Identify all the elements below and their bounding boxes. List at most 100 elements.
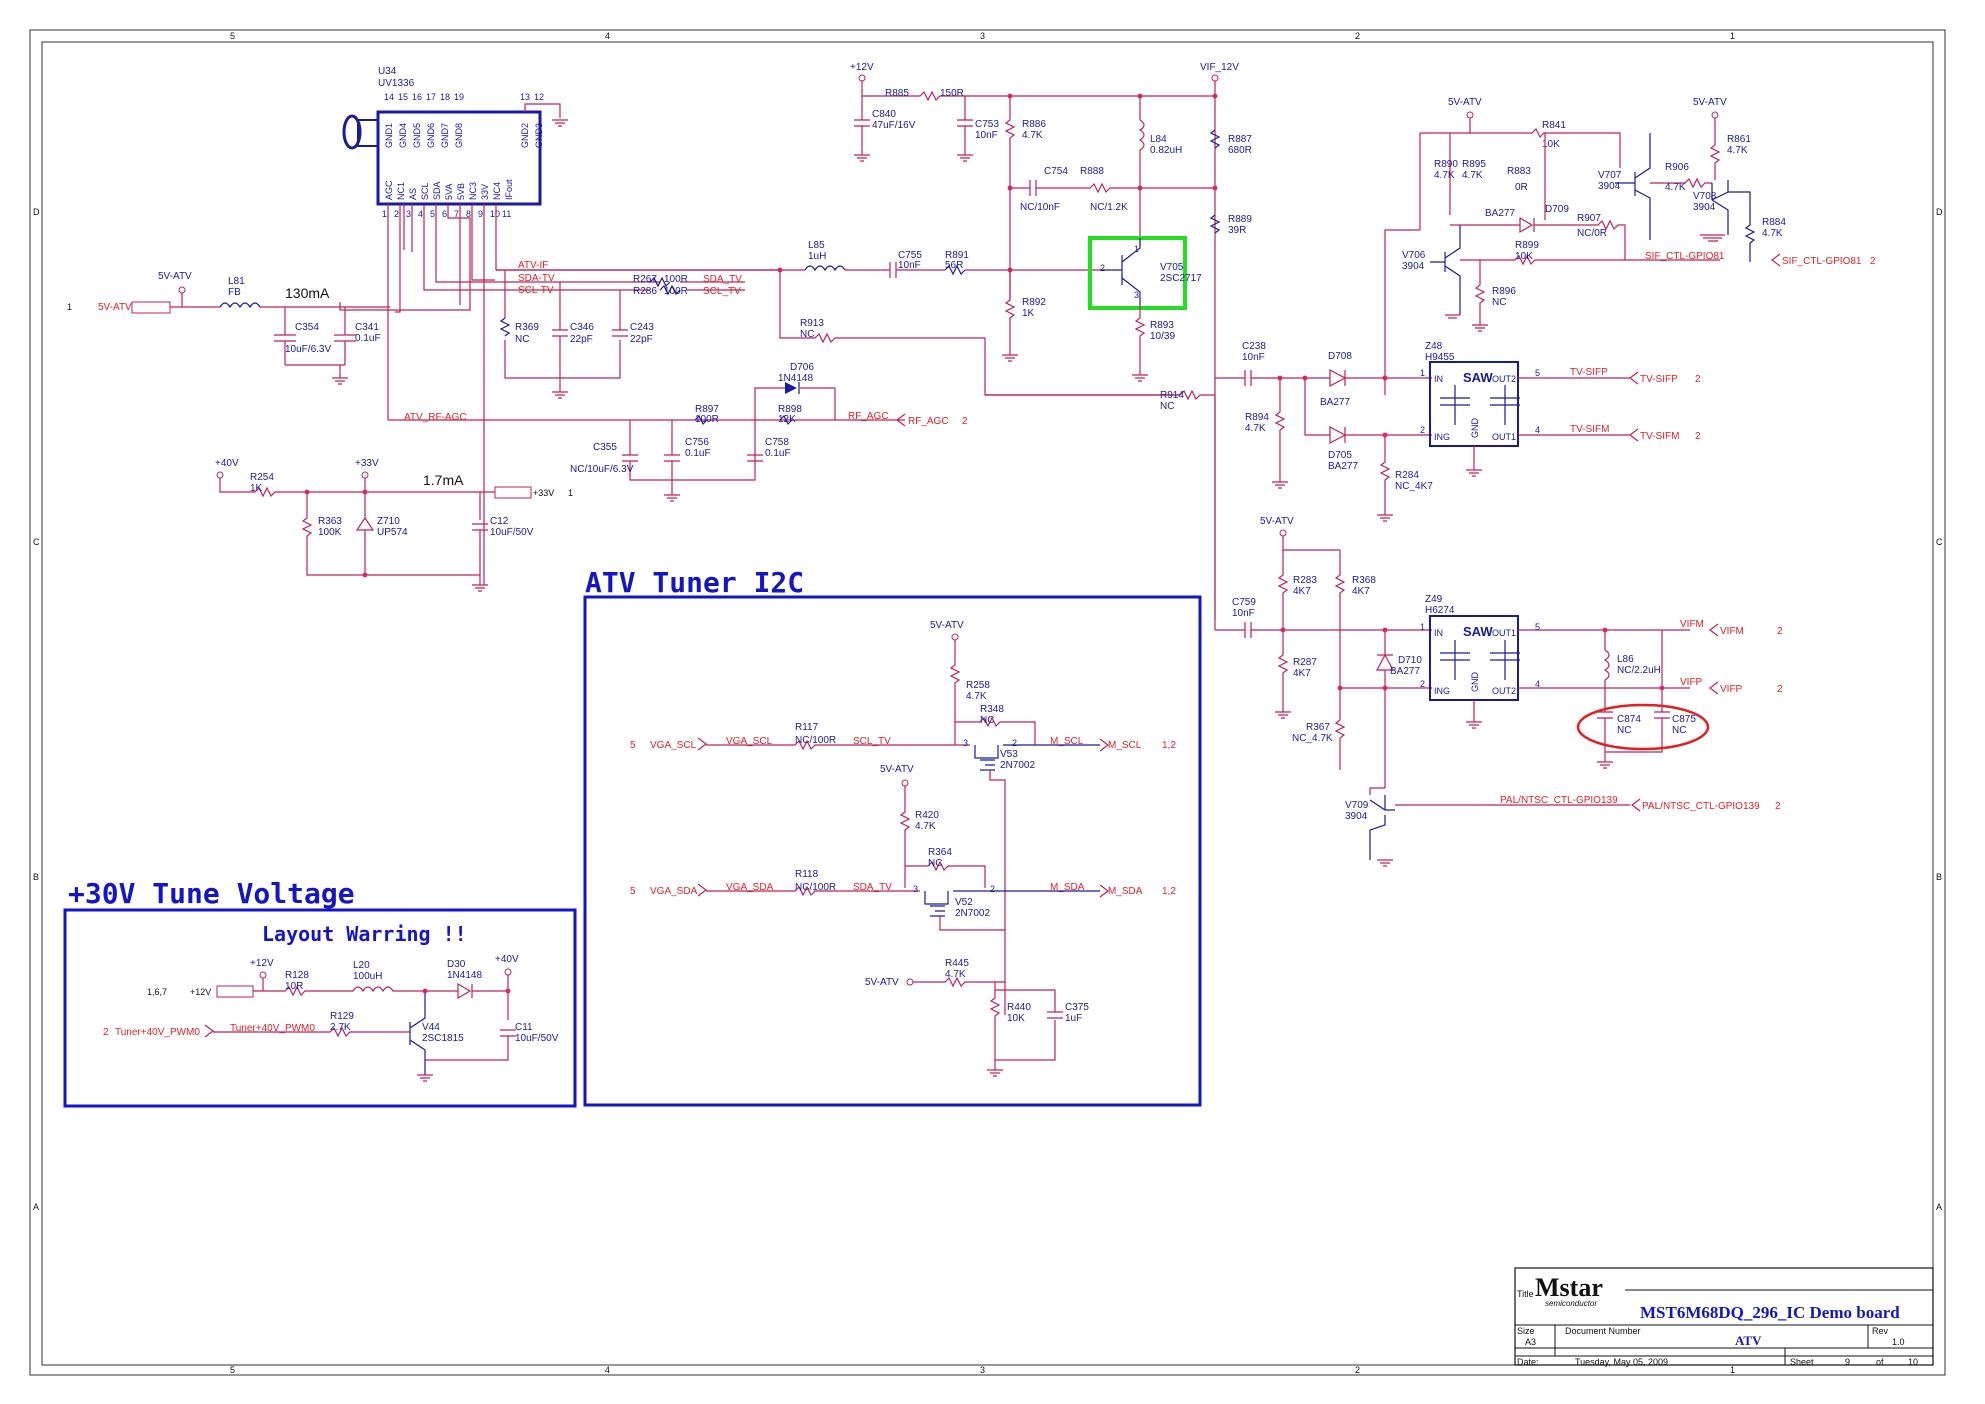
component-ref: R883 <box>1507 166 1531 177</box>
row-label: C <box>33 537 40 547</box>
pin-number: 10 <box>490 209 500 219</box>
component-ref: L85 <box>808 240 825 251</box>
component-value: 680R <box>1228 145 1252 156</box>
component-ref: C12 <box>490 516 509 527</box>
component-value: NC <box>980 715 994 726</box>
component-value: 4K7 <box>1352 586 1370 597</box>
net-label: SIF_CTL-GPIO81 <box>1645 251 1725 262</box>
component-ref: C758 <box>765 437 789 448</box>
section-frame <box>583 595 1202 1107</box>
pin-number: 1 <box>382 209 387 219</box>
pin-number: 3 <box>406 209 411 219</box>
pin-number: 11 <box>502 209 511 219</box>
component-ref: R117 <box>795 722 819 733</box>
component-ref: R841 <box>1542 120 1566 131</box>
pin-number: 8 <box>466 209 471 219</box>
component-value: 1K <box>1022 308 1035 319</box>
component-ref: C346 <box>570 322 594 333</box>
component-value: 4.7K <box>1434 170 1455 181</box>
component-ref: R128 <box>285 970 309 981</box>
component-ref: R884 <box>1762 217 1786 228</box>
u34-body <box>376 110 542 206</box>
component-value: 4.7K <box>966 691 987 702</box>
net-label: 5V-ATV <box>1448 97 1482 108</box>
date-value: Tuesday, May 05, 2009 <box>1575 1357 1668 1367</box>
svg-text:1: 1 <box>1420 368 1425 378</box>
component-value: 39R <box>1228 225 1246 236</box>
net-label: VIFP <box>1680 677 1703 688</box>
component-value: 47uF/16V <box>872 120 916 131</box>
highlight-ellipse <box>1576 703 1710 751</box>
net-label: 5V-ATV <box>880 764 914 775</box>
highlight-box <box>1088 236 1187 310</box>
pin-number: 7 <box>454 209 459 219</box>
size-label: Size <box>1517 1326 1535 1336</box>
offpage-connector: VIFM <box>1720 626 1744 637</box>
pin-name: SCL <box>420 182 430 200</box>
net-label: 5V-ATV <box>98 302 132 313</box>
atv-5v-input: 1 5V-ATV 5V-ATV L81 FB 130mA C354 10uF/6… <box>67 271 390 385</box>
component-ref: L20 <box>353 960 370 971</box>
offpage-connector: VIFP <box>1720 684 1743 695</box>
svg-text:2: 2 <box>1420 679 1425 689</box>
rf-agc-network: ATV_RF-AGC D706 1N4148 R897 100R R898 12… <box>388 362 968 502</box>
tuning-supply: +40V R254 1K +33V 1.7mA +33V 1 R363 100K… <box>215 458 573 592</box>
pin-name: 5VA <box>444 184 454 200</box>
component-value: H6274 <box>1425 605 1455 616</box>
u34-ref: U34 <box>378 66 397 77</box>
svg-text:1: 1 <box>1134 244 1139 254</box>
svg-text:2: 2 <box>1100 263 1105 273</box>
row-label: B <box>1936 872 1942 882</box>
component-ref: R893 <box>1150 320 1174 331</box>
pin-name: GND4 <box>398 123 408 148</box>
component-value: NC <box>928 858 942 869</box>
component-ref: V53 <box>1000 749 1018 760</box>
component-value: BA277 <box>1390 666 1420 677</box>
pin-number: 16 <box>412 92 422 102</box>
row-label: A <box>33 1202 39 1212</box>
component-value: 22pF <box>570 334 593 345</box>
pin-number: 2 <box>394 209 399 219</box>
component-ref: R445 <box>945 958 969 969</box>
saw-filter-z48: C238 10nF D708 BA277 D705 BA277 R894 4.7… <box>1215 341 1701 522</box>
section-title: ATV Tuner I2C <box>585 566 804 599</box>
net-label: TV-SIFM <box>1570 424 1609 435</box>
net-label: TV-SIFP <box>1570 367 1608 378</box>
net-label: 5V-ATV <box>865 977 899 988</box>
saw-pin-name: OUT1 <box>1492 628 1516 638</box>
component-value: NC <box>515 334 529 345</box>
pin-name: NC4 <box>492 182 502 200</box>
of-label: of <box>1876 1357 1884 1367</box>
net-label: SDA-TV <box>518 273 555 284</box>
component-ref: C759 <box>1232 597 1256 608</box>
component-value: NC/2.2uH <box>1617 665 1661 676</box>
saw-pin-name: GND <box>1470 418 1480 439</box>
component-value: 10K <box>1007 1013 1025 1024</box>
component-value: 100R <box>664 274 688 285</box>
svg-text:4: 4 <box>1535 679 1540 689</box>
pin-name: GND8 <box>454 123 464 148</box>
component-ref: R363 <box>318 516 342 527</box>
company-sub: semiconductor <box>1545 1299 1597 1308</box>
rev-value: 1.0 <box>1892 1337 1905 1347</box>
sheet-value: 9 <box>1845 1357 1850 1367</box>
border-columns-bottom: 5 4 3 2 1 <box>230 1365 1735 1375</box>
component-value: NC/10nF <box>1020 202 1060 213</box>
component-value: NC_4.7K <box>1292 733 1333 744</box>
pin-name: AGC <box>384 180 394 200</box>
port-number: 2 <box>1695 431 1701 442</box>
offpage-connector: +33V <box>533 488 554 498</box>
component-value: 0R <box>1515 182 1528 193</box>
component-ref: R914 <box>1160 390 1184 401</box>
rf-connector-body <box>357 119 379 147</box>
port-number: 5 <box>630 740 636 751</box>
port-number: 2 <box>1695 374 1701 385</box>
net-label: 5V-ATV <box>930 620 964 631</box>
component-ref: R898 <box>778 404 802 415</box>
col-label: 3 <box>980 31 985 41</box>
component-ref: Z48 <box>1425 341 1443 352</box>
component-value: 0.1uF <box>765 448 791 459</box>
component-value: 4.7K <box>1245 423 1266 434</box>
component-value: 4.7K <box>945 969 966 980</box>
